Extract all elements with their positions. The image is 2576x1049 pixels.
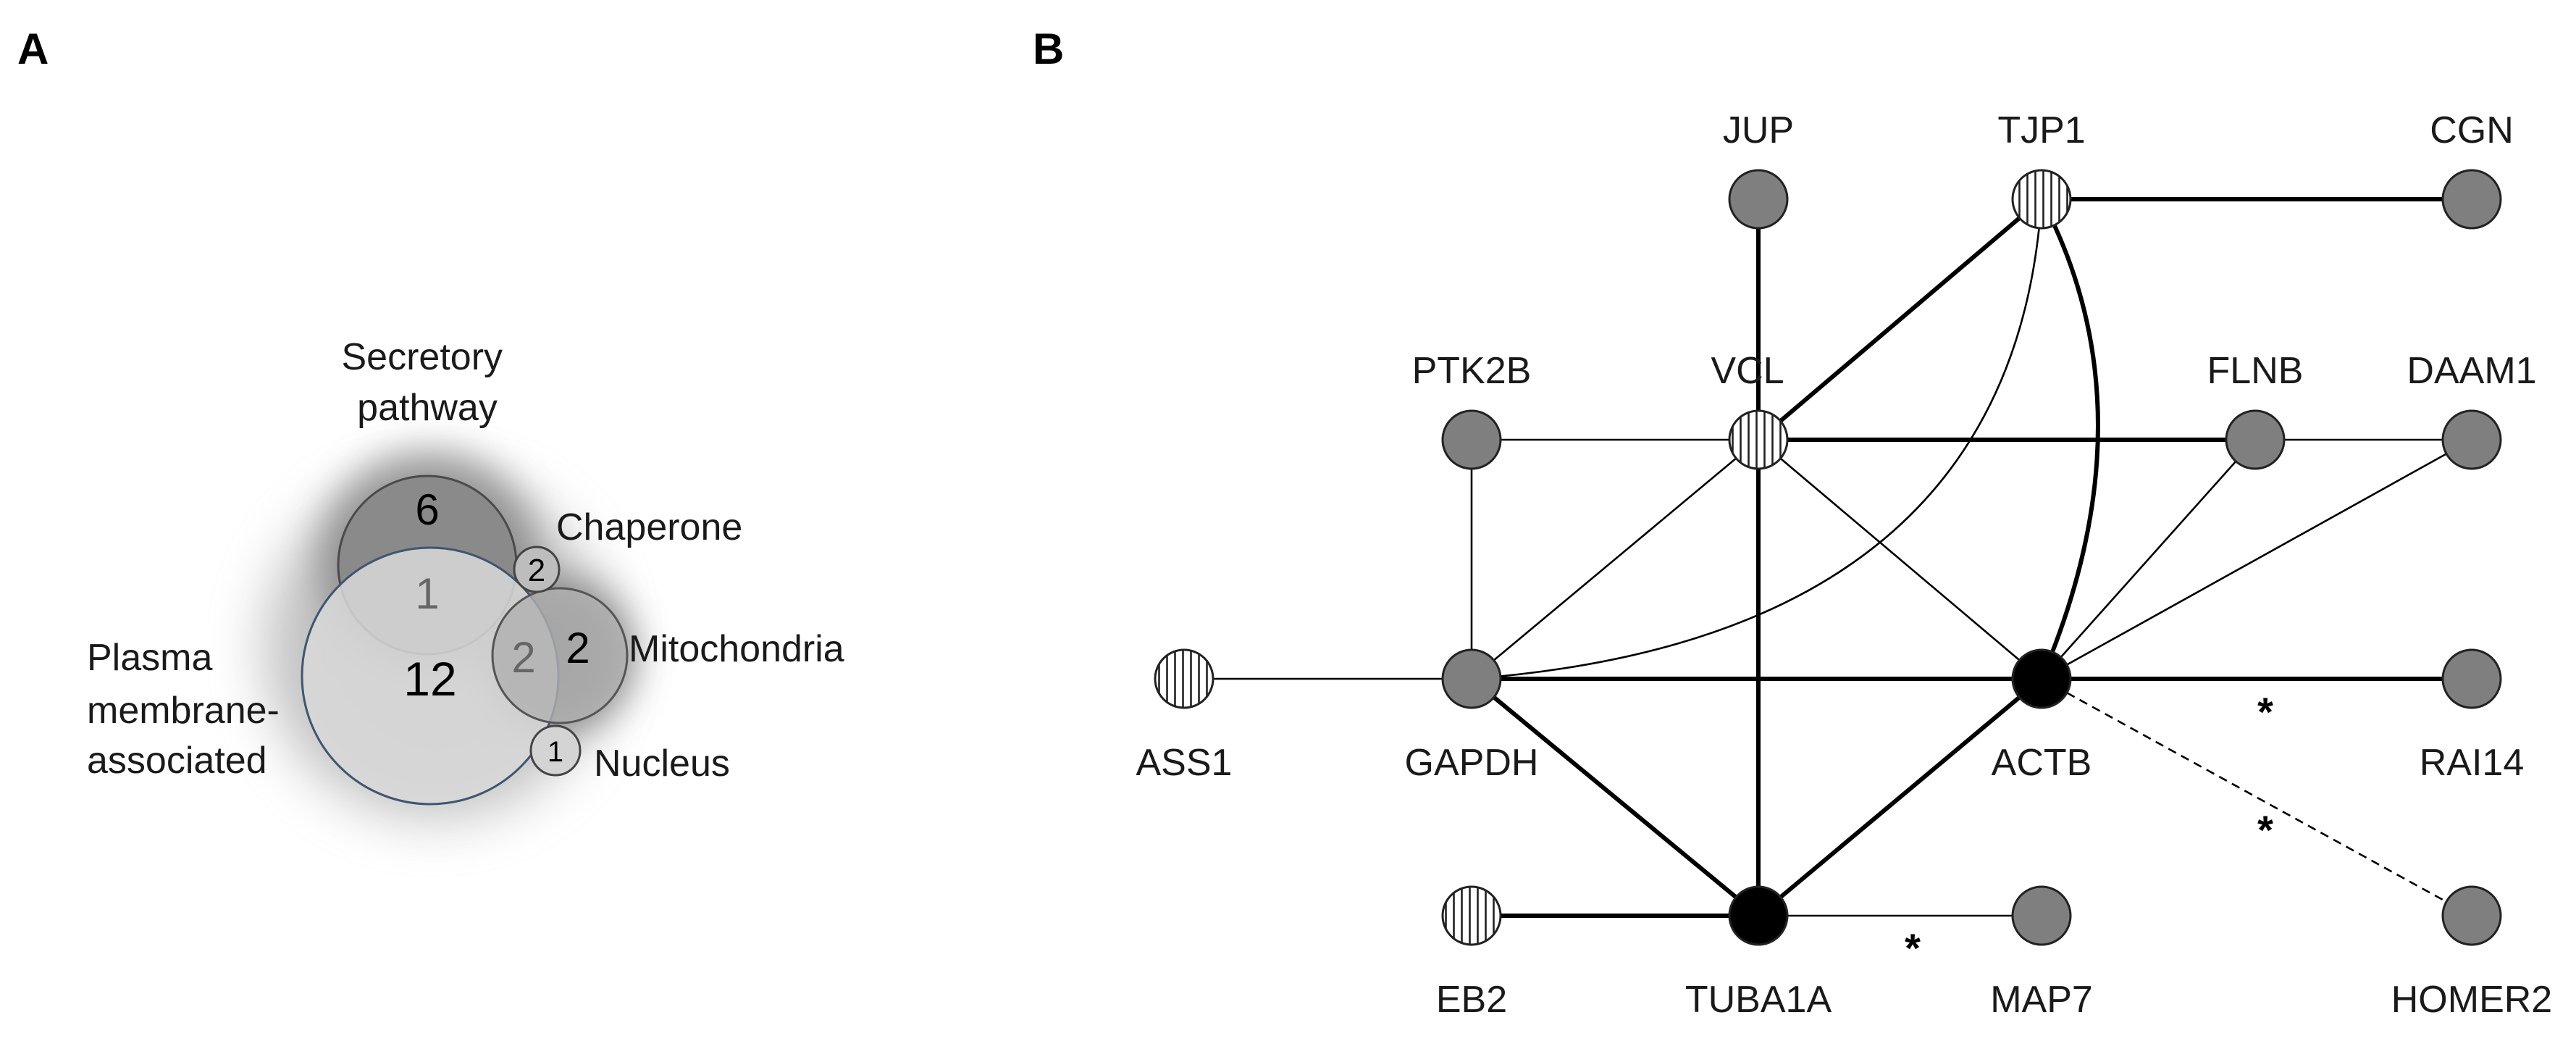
network-nodes [1154,169,2502,946]
node-label-map7: MAP7 [1990,979,2093,1021]
edge-star-tuba1a-map7: * [1905,925,1921,971]
node-label-jup: JUP [1723,109,1794,151]
node-label-flnb: FLNB [2207,350,2304,392]
venn-count-plasma-mito: 2 [511,633,535,682]
venn-count-chaperone: 2 [528,553,545,588]
node-ass1 [1154,648,1214,709]
node-homer2 [2441,885,2502,946]
node-label-vcl: VCL [1711,350,1784,392]
edge-actb-tuba1a [1757,677,2043,918]
node-label-tuba1a: TUBA1A [1685,979,1832,1021]
venn-circle-chaperone [513,546,561,593]
node-flnb [2225,409,2286,470]
node-label-tjp1: TJP1 [1997,109,2085,151]
edge-star-actb-rai14: * [2257,689,2273,735]
venn-count-mito: 2 [566,624,590,672]
venn-circle-mito [491,587,629,724]
edge-actb-homer2 [2041,677,2472,917]
node-actb [2011,648,2072,709]
node-tjp1 [2011,169,2072,230]
edge-tjp1-vcl [1757,197,2043,442]
venn-label-mito: Mitochondria [629,628,844,670]
network-edge-markers: * * * [1905,689,2273,971]
panel-label-a: A [17,25,49,73]
venn-circle-nucleus [529,724,582,777]
node-label-gapdh: GAPDH [1405,742,1539,784]
venn-label-nucleus: Nucleus [594,743,730,785]
venn-diagram: 6 1 12 2 2 2 1 Secretory pathway Plasma … [87,336,844,819]
node-label-daam1: DAAM1 [2407,350,2536,392]
node-label-eb2: EB2 [1436,979,1507,1021]
venn-count-secretory-plasma: 1 [415,569,439,618]
node-eb2 [1441,885,1502,946]
node-label-rai14: RAI14 [2420,742,2525,784]
venn-label-chaperone: Chaperone [556,506,742,548]
edge-tjp1-gapdh [1471,198,2043,680]
node-tuba1a [1728,885,1789,946]
edge-star-actb-homer2: * [2257,807,2273,853]
node-map7 [2011,885,2072,946]
node-ptk2b [1441,409,1502,470]
edge-daam1-actb [2041,438,2472,680]
venn-count-plasma: 12 [403,652,456,706]
node-label-homer2: HOMER2 [2391,979,2552,1021]
venn-count-nucleus: 1 [547,736,563,768]
venn-label-secretory: Secretory pathway [342,336,513,429]
node-cgn [2441,169,2502,230]
node-label-cgn: CGN [2430,109,2514,151]
node-daam1 [2441,409,2502,470]
node-label-ptk2b: PTK2B [1412,350,1532,392]
edge-gapdh-tuba1a [1470,677,1760,918]
panel-label-b: B [1033,25,1064,73]
edge-flnb-actb [2041,439,2256,680]
node-label-actb: ACTB [1992,742,2092,784]
venn-count-secretory: 6 [415,485,439,534]
node-vcl [1728,409,1789,470]
edge-vcl-gapdh [1471,439,1759,680]
network-edges [1184,197,2472,918]
node-label-ass1: ASS1 [1136,742,1233,784]
edge-tjp1-actb [2039,198,2100,680]
edge-vcl-actb [1758,439,2042,680]
node-gapdh [1441,648,1502,709]
node-rai14 [2441,648,2502,709]
node-jup [1728,169,1789,230]
venn-label-plasma: Plasma membrane- associated [87,637,290,782]
